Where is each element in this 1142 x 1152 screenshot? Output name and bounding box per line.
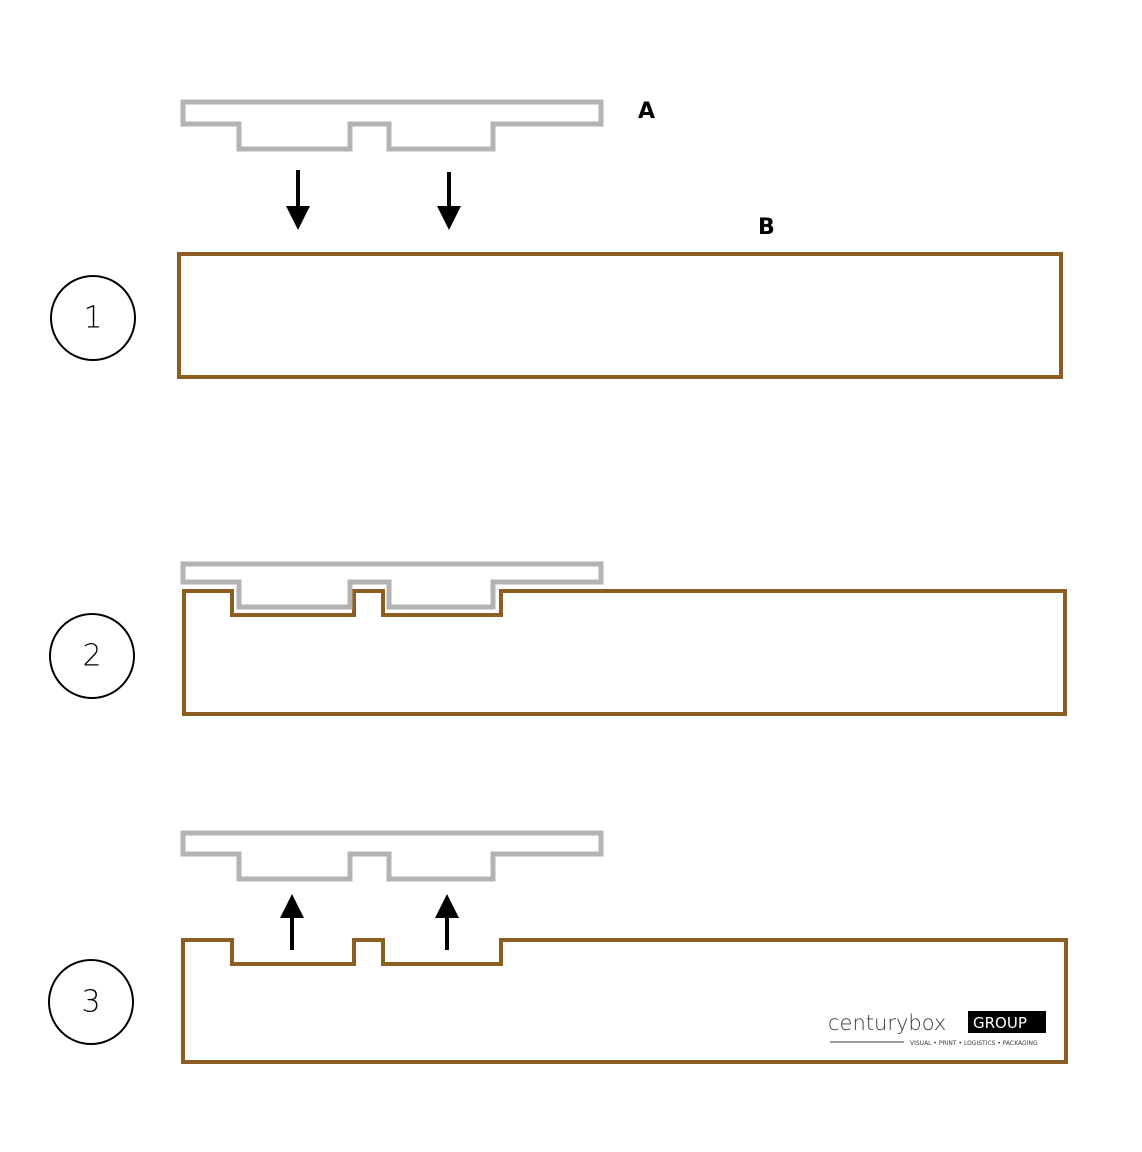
- step-number-circle: [50, 275, 136, 361]
- board-b-step-1: [177, 252, 1063, 379]
- arrow-up-icon: [280, 894, 304, 950]
- die-a-step-3: [180, 830, 604, 882]
- step-number-2: 2: [82, 639, 101, 674]
- arrow-down-icon: [286, 170, 310, 230]
- die-a-step-1: [180, 99, 604, 152]
- company-logo: centurybox GROUP VISUAL • PRINT • LOGIST…: [828, 1011, 1046, 1047]
- step-number-circle: [49, 613, 135, 699]
- step-number-3: 3: [81, 985, 100, 1020]
- step-number-circle: [48, 959, 134, 1045]
- arrow-up-icon: [435, 894, 459, 950]
- label-part-a: A: [638, 99, 655, 124]
- step-number-1: 1: [83, 301, 102, 336]
- logo-group-text: GROUP: [973, 1014, 1027, 1032]
- board-b-step-3: [181, 938, 1068, 1064]
- logo-group-box: [968, 1011, 1046, 1033]
- label-part-b: B: [758, 215, 775, 240]
- logo-word: centurybox: [828, 1011, 946, 1035]
- step-3: 3 centurybox GROUP VISUAL • PRINT • LOGI…: [48, 830, 1068, 1064]
- step-1: A B 1: [50, 99, 1063, 379]
- arrow-down-icon: [437, 172, 461, 230]
- die-a-step-2: [180, 561, 604, 610]
- step-2: 2: [49, 561, 1067, 716]
- logo-tagline: VISUAL • PRINT • LOGISTICS • PACKAGING: [910, 1040, 1038, 1047]
- board-b-step-2: [182, 589, 1067, 716]
